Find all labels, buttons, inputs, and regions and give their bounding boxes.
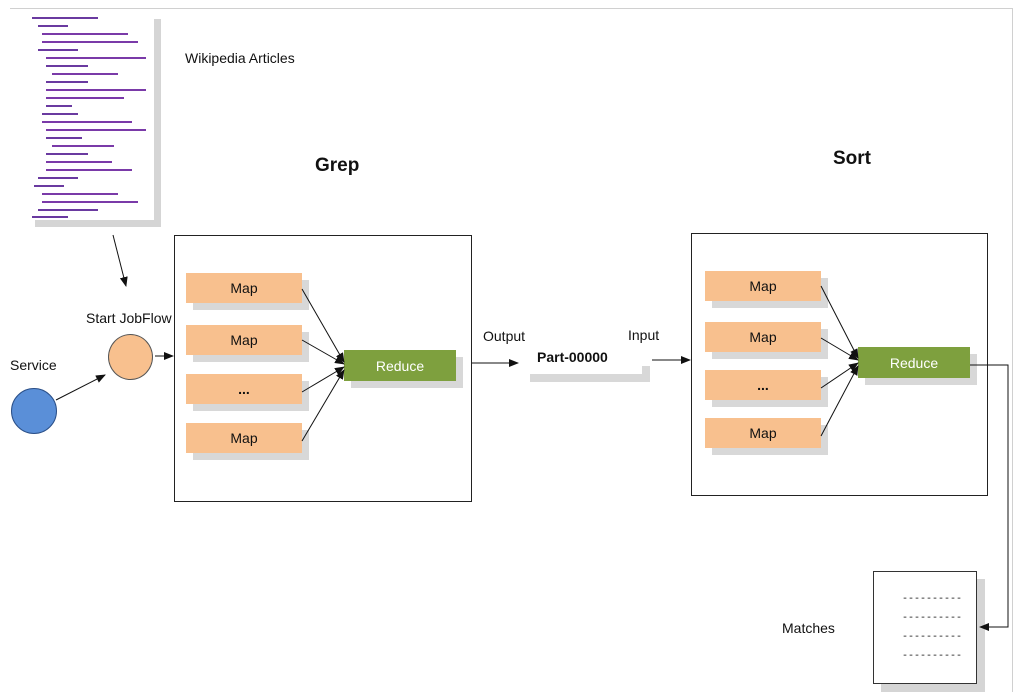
service-to-jobflow-arrow	[55, 374, 106, 401]
sort-map4-to-reduce	[820, 365, 859, 437]
start-jobflow-node	[108, 334, 153, 380]
sort-map-1: Map	[705, 271, 821, 301]
matches-line-3: ----------	[902, 632, 963, 643]
sort-map-ellipsis: ...	[705, 370, 821, 400]
sort-to-matches-arrow	[970, 364, 1009, 631]
sort-map-2: Map	[705, 322, 821, 352]
wikipedia-articles-document	[28, 12, 154, 220]
grep-map-1: Map	[186, 273, 302, 303]
matches-line-1: ----------	[902, 594, 963, 605]
sort-title: Sort	[833, 148, 871, 169]
wiki-to-jobflow-arrow	[112, 234, 128, 287]
wikipedia-articles-label: Wikipedia Articles	[185, 50, 295, 66]
xml-text-lines	[32, 17, 146, 218]
grep-map2-to-reduce	[301, 339, 345, 365]
part-file-box	[522, 358, 642, 374]
grep-map-2: Map	[186, 325, 302, 355]
sort-map2-to-reduce	[820, 337, 859, 361]
grep-map1-to-reduce	[301, 288, 345, 363]
matches-line-2: ----------	[902, 613, 963, 624]
sort-reduce: Reduce	[858, 347, 970, 378]
matches-line-4: ----------	[902, 651, 963, 662]
grep-title: Grep	[315, 155, 360, 176]
matches-label: Matches	[782, 620, 835, 636]
service-node	[11, 388, 57, 434]
sort-map-4: Map	[705, 418, 821, 448]
input-label: Input	[628, 327, 660, 343]
service-label: Service	[10, 357, 57, 373]
grep-map3-to-reduce	[301, 366, 345, 393]
grep-map-ellipsis: ...	[186, 374, 302, 404]
part-file-label: Part-00000	[537, 349, 608, 365]
start-jobflow-label: Start JobFlow	[86, 310, 172, 326]
grep-map4-to-reduce	[301, 369, 345, 442]
output-label: Output	[483, 328, 526, 344]
grep-reduce: Reduce	[344, 350, 456, 381]
grep-map-4: Map	[186, 423, 302, 453]
sort-map1-to-reduce	[820, 285, 859, 359]
matches-document: ---------- ---------- ---------- -------…	[873, 571, 977, 684]
